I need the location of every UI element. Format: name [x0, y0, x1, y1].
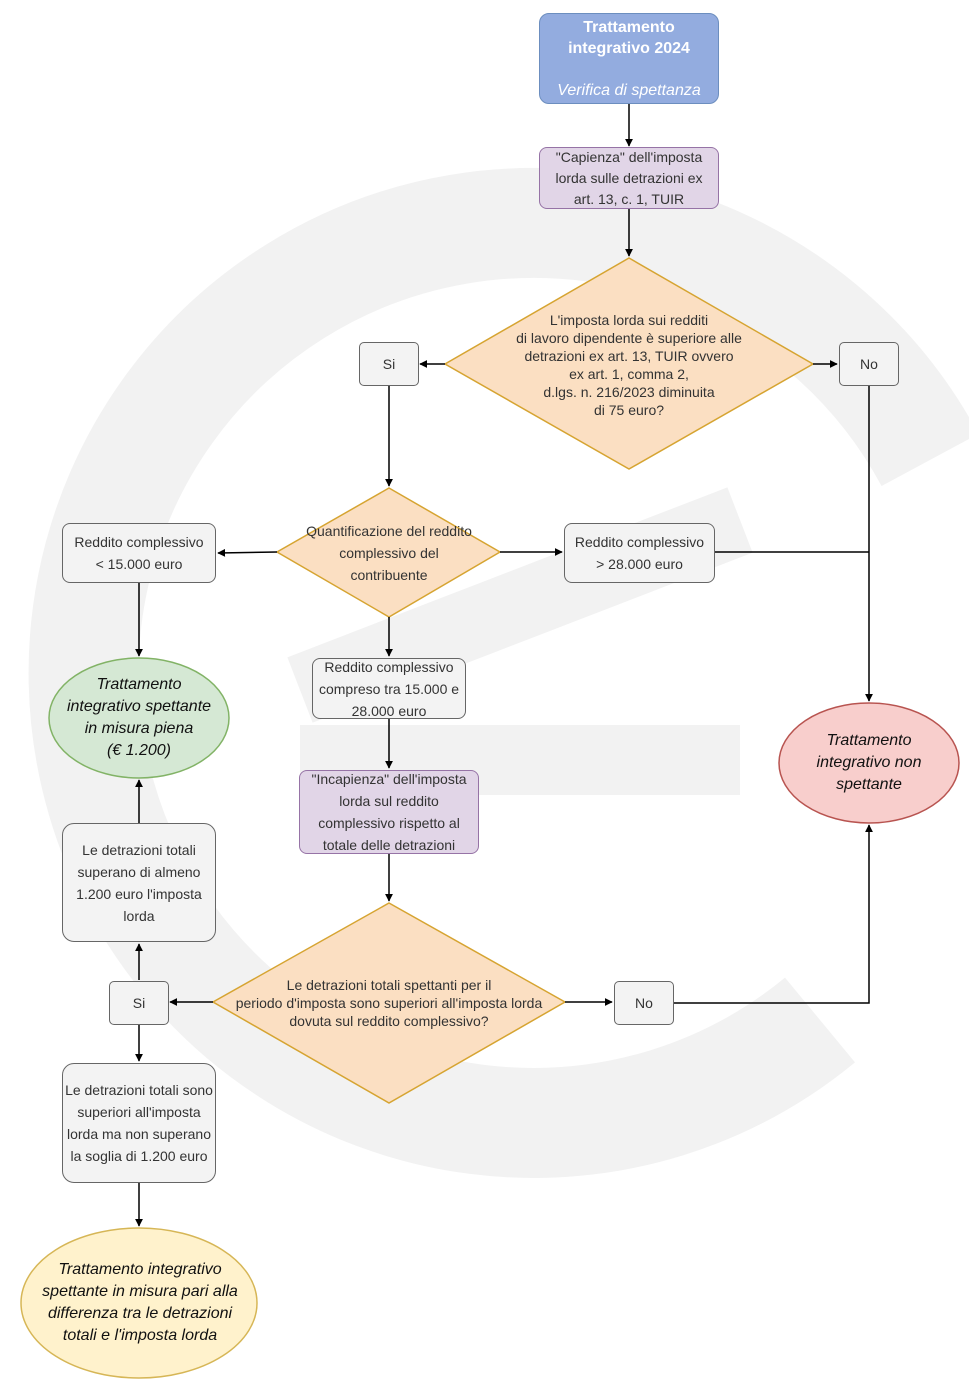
partial-treatment-line: totali e l'imposta lorda	[62, 1327, 218, 1344]
full-treatment-ellipse	[48, 657, 230, 779]
arrow-no2-to-not-due	[674, 824, 873, 1004]
reddito-high-line: > 28.000 euro	[596, 556, 683, 572]
full-treatment-line: integrativo spettante	[66, 698, 212, 715]
no1-box: No	[839, 342, 899, 386]
decision2-label: Quantificazione del reddito complessivo …	[306, 523, 472, 583]
decision3-text: Le detrazioni totali spettanti per il pe…	[220, 975, 558, 1031]
not-due-line: Trattamento	[826, 732, 912, 749]
reddito-low-box: Reddito complessivo < 15.000 euro	[62, 523, 216, 583]
decision2-text: Quantificazione del reddito complessivo …	[305, 520, 473, 586]
incapienza-box: "Incapienza" dell'imposta lorda sul redd…	[299, 770, 479, 854]
decision1-line: di lavoro dipendente è superiore alle	[516, 330, 742, 346]
full-treatment-line: in misura piena	[84, 720, 194, 737]
not-due-line: spettante	[836, 776, 902, 793]
reddito-mid-text: Reddito complessivo compreso tra 15.000 …	[318, 658, 460, 719]
partial-treatment-line: spettante in misura pari alla	[42, 1283, 238, 1300]
partial-treatment-text: Trattamento integrativo spettante in mis…	[24, 1255, 256, 1351]
decision1-line: detrazioni ex art. 13, TUIR ovvero	[524, 348, 734, 364]
decision1-line: di 75 euro?	[593, 402, 665, 418]
reddito-high-line: Reddito complessivo	[574, 534, 705, 550]
partial-treatment-line: Trattamento integrativo	[58, 1261, 222, 1278]
full-treatment-line: Trattamento	[96, 676, 182, 693]
detrazioni-superano-box: Le detrazioni totali superano di almeno …	[62, 823, 216, 942]
no2-box: No	[614, 981, 674, 1025]
full-treatment-text: Trattamento integrativo spettante in mis…	[52, 668, 226, 768]
no1-label: No	[860, 356, 878, 372]
title-line-1: Trattamento	[583, 18, 675, 36]
full-treatment-line: (€ 1.200)	[106, 742, 172, 759]
decision-diamond-3	[211, 902, 567, 1104]
title-node: Trattamento integrativo 2024 Verifica di…	[539, 13, 719, 104]
decision1-line: ex art. 1, comma 2,	[569, 366, 689, 382]
yes1-box: Si	[359, 342, 419, 386]
partial-treatment-ellipse	[20, 1227, 258, 1379]
decision1-line: L'imposta lorda sui redditi	[549, 312, 709, 328]
decision1-line: d.lgs. n. 216/2023 diminuita	[543, 384, 715, 400]
title-line-2: integrativo 2024	[568, 39, 690, 57]
yes1-label: Si	[382, 356, 396, 372]
capienza-box: "Capienza" dell'imposta lorda sulle detr…	[539, 147, 719, 209]
arrow-decision2-to-low	[217, 548, 278, 557]
detrazioni-superano-text: Le detrazioni totali superano di almeno …	[76, 841, 202, 924]
yes2-label: Si	[132, 995, 146, 1011]
reddito-low-line: Reddito complessivo	[74, 534, 204, 550]
capienza-text: "Capienza" dell'imposta lorda sulle detr…	[555, 148, 703, 207]
title-subtitle: Verifica di spettanza	[557, 81, 701, 99]
detrazioni-non-superano-box: Le detrazioni totali sono superiori all'…	[62, 1063, 216, 1183]
reddito-high-box: Reddito complessivo > 28.000 euro	[564, 523, 715, 583]
detrazioni-non-superano-text: Le detrazioni totali sono superiori all'…	[65, 1082, 213, 1164]
yes2-box: Si	[109, 981, 169, 1025]
decision3-line: periodo d'imposta sono superiori all'imp…	[235, 995, 543, 1011]
incapienza-text: "Incapienza" dell'imposta lorda sul redd…	[311, 771, 467, 853]
decision3-line: Le detrazioni totali spettanti per il	[286, 977, 492, 993]
decision1-text: L'imposta lorda sui redditi di lavoro di…	[480, 310, 778, 420]
reddito-mid-box: Reddito complessivo compreso tra 15.000 …	[312, 658, 466, 719]
reddito-low-line: < 15.000 euro	[95, 556, 183, 572]
not-due-ellipse	[778, 702, 960, 824]
decision-diamond-1	[443, 257, 815, 470]
connectors	[135, 104, 873, 1227]
not-due-text: Trattamento integrativo non spettante	[782, 722, 956, 804]
no2-label: No	[635, 995, 653, 1011]
not-due-line: integrativo non	[816, 754, 922, 771]
decision3-line: dovuta sul reddito complessivo?	[289, 1013, 489, 1029]
partial-treatment-line: differenza tra le detrazioni	[47, 1305, 233, 1322]
